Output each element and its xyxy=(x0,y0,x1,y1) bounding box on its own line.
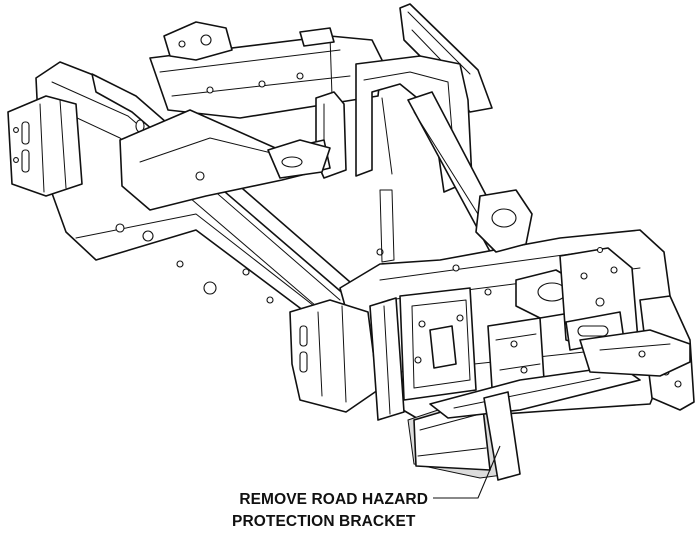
road-hazard-protection-bracket xyxy=(407,329,691,481)
right-front-crossmember xyxy=(339,189,695,421)
rear-crossmember xyxy=(149,3,521,271)
left-front-bracket xyxy=(7,95,83,197)
callout-leader-line xyxy=(433,445,501,499)
callout-text-line-2: PROTECTION BRACKET xyxy=(232,513,416,530)
center-left-mount xyxy=(289,297,405,421)
callout-text-line-1: REMOVE ROAD HAZARD xyxy=(239,491,428,508)
callout-road-hazard-bracket: REMOVE ROAD HAZARD PROTECTION BRACKET xyxy=(232,445,501,530)
left-cross-member xyxy=(119,109,331,211)
frame-details xyxy=(206,72,604,296)
